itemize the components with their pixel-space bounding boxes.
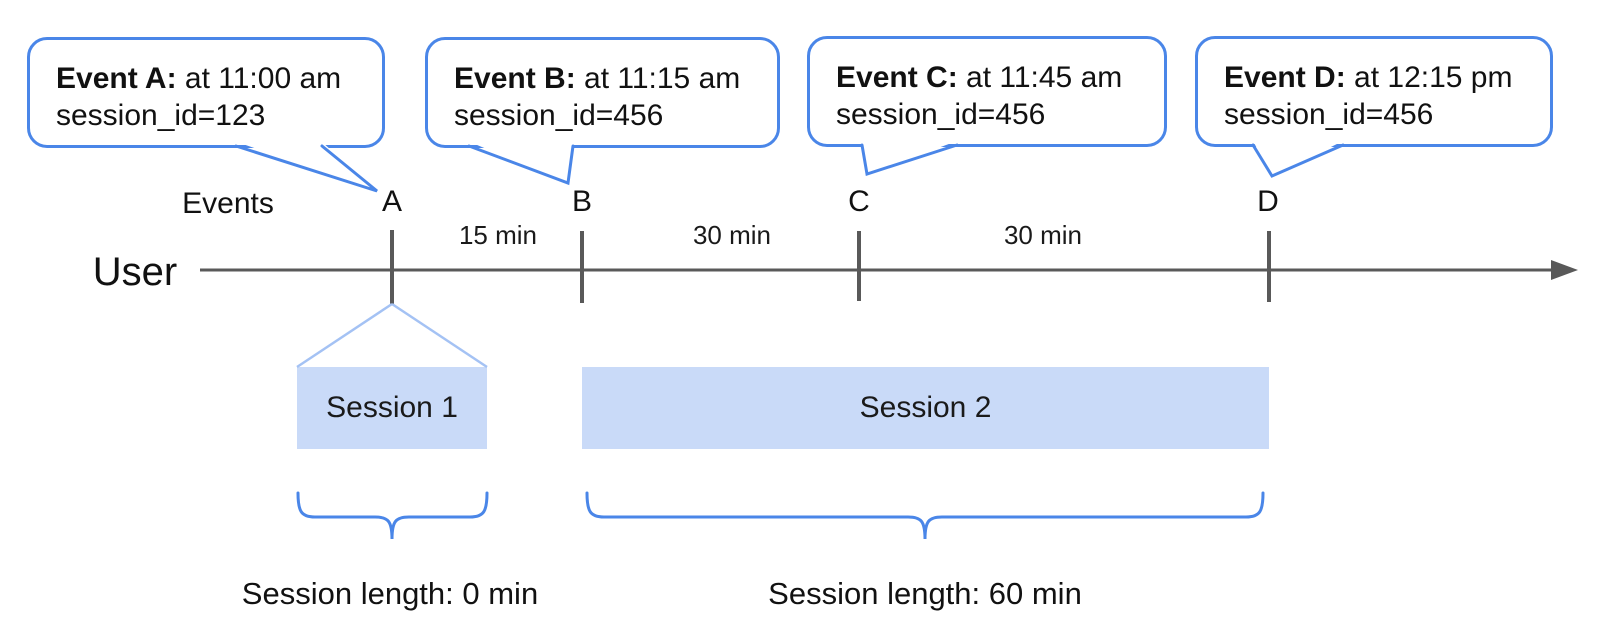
event-marker-label-a: A <box>381 185 402 218</box>
user-axis-label: User <box>92 250 178 294</box>
session-1-funnel-left-line <box>296 302 393 369</box>
callout-event-b-session-id: session_id=456 <box>454 99 664 132</box>
session-2-brace-icon <box>585 491 1265 540</box>
callout-event-b-line1: Event B: at 11:15 am <box>454 60 777 97</box>
event-marker-label-c: C <box>848 185 870 218</box>
session-2-label: Session 2 <box>859 391 992 424</box>
callout-event-d-time: at 12:15 pm <box>1354 61 1513 94</box>
callout-event-d: Event D: at 12:15 pm session_id=456 <box>1195 36 1553 147</box>
callout-event-b-title: Event B: <box>454 62 576 95</box>
callout-c-tail-icon <box>860 143 959 176</box>
callout-event-c-line1: Event C: at 11:45 am <box>836 59 1164 96</box>
session-1-brace-icon <box>296 491 489 540</box>
callout-event-c-title: Event C: <box>836 61 958 94</box>
session-1-length-label: Session length: 0 min <box>241 576 539 611</box>
callout-event-c-time: at 11:45 am <box>966 61 1123 94</box>
interval-label-a-b: 15 min <box>458 220 538 250</box>
events-axis-label: Events <box>182 187 274 220</box>
callout-event-d-session-id: session_id=456 <box>1224 98 1434 131</box>
callout-event-d-title: Event D: <box>1224 61 1346 94</box>
event-marker-label-d: D <box>1257 185 1279 218</box>
session-1-box: Session 1 <box>297 367 487 449</box>
callout-event-a: Event A: at 11:00 am session_id=123 <box>27 37 385 148</box>
event-marker-label-b: B <box>571 185 592 218</box>
callout-event-b-time: at 11:15 am <box>584 62 741 95</box>
callout-event-d-line1: Event D: at 12:15 pm <box>1224 59 1550 96</box>
callout-event-b: Event B: at 11:15 am session_id=456 <box>425 37 780 148</box>
interval-label-c-d: 30 min <box>1003 220 1083 250</box>
session-1-funnel-right-line <box>391 302 488 369</box>
callout-b-tail-icon <box>467 144 575 186</box>
callout-a-tail-icon <box>234 144 378 193</box>
callout-event-c-session-id: session_id=456 <box>836 98 1046 131</box>
session-1-label: Session 1 <box>326 391 458 424</box>
interval-label-b-c: 30 min <box>692 220 772 250</box>
callout-event-a-session-id: session_id=123 <box>56 99 266 132</box>
callout-a-tail-fill <box>237 142 377 191</box>
callout-d-tail-icon <box>1251 143 1345 178</box>
callout-event-a-time: at 11:00 am <box>184 62 342 95</box>
session-2-box: Session 2 <box>582 367 1269 449</box>
callout-b-tail-fill <box>470 142 573 183</box>
session-2-length-label: Session length: 60 min <box>768 576 1082 611</box>
timeline-arrowhead-icon <box>1551 260 1578 280</box>
callout-event-a-line1: Event A: at 11:00 am <box>56 60 382 97</box>
callout-event-c: Event C: at 11:45 am session_id=456 <box>807 36 1167 147</box>
callout-event-a-title: Event A: <box>56 62 177 95</box>
